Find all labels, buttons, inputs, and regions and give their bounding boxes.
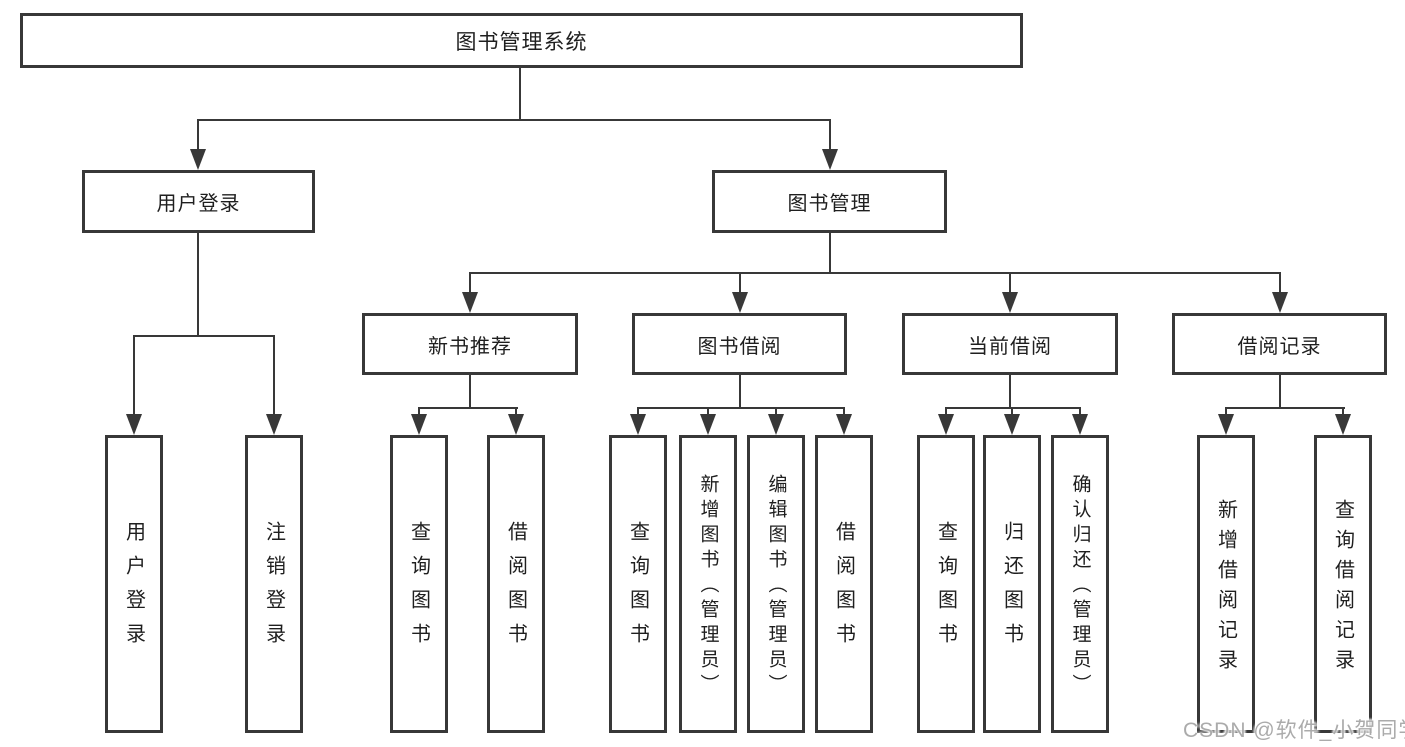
leaf-query-borrow-record: 查询借阅记录 (1314, 435, 1372, 733)
arrowhead-down (1335, 414, 1351, 435)
arrowhead-down (190, 149, 206, 170)
connector-line (637, 407, 845, 409)
leaf-logout: 注销登录 (245, 435, 303, 733)
connector-line (133, 335, 135, 415)
connector-line (843, 407, 845, 417)
connector-line (637, 407, 639, 417)
arrowhead-down (1072, 414, 1088, 435)
arrowhead-down (700, 414, 716, 435)
leaf-query-books-borrow: 查询图书 (609, 435, 667, 733)
connector-line (418, 407, 518, 409)
leaf-borrow-books-newbook: 借阅图书 (487, 435, 545, 733)
arrowhead-down (630, 414, 646, 435)
connector-line (1009, 272, 1011, 294)
arrowhead-down (1218, 414, 1234, 435)
connector-line (829, 119, 831, 152)
connector-line (197, 119, 831, 121)
connector-line (1225, 407, 1345, 409)
arrowhead-down (822, 149, 838, 170)
leaf-add-book-admin: 新增图书（管理员） (679, 435, 737, 733)
node-new-book-recommend: 新书推荐 (362, 313, 578, 375)
leaf-edit-book-admin: 编辑图书（管理员） (747, 435, 805, 733)
connector-line (469, 375, 471, 409)
leaf-return-book: 归还图书 (983, 435, 1041, 733)
leaf-user-login: 用户登录 (105, 435, 163, 733)
connector-line (273, 335, 275, 415)
connector-line (519, 68, 521, 121)
connector-line (469, 272, 1281, 274)
csdn-watermark: CSDN @软件_小贺同学 (1183, 719, 1405, 742)
node-root-system: 图书管理系统 (20, 13, 1023, 68)
connector-line (1279, 272, 1281, 294)
arrowhead-down (836, 414, 852, 435)
arrowhead-down (1272, 292, 1288, 313)
arrowhead-down (1002, 292, 1018, 313)
arrowhead-down (411, 414, 427, 435)
connector-line (418, 407, 420, 417)
connector-line (945, 407, 947, 417)
leaf-add-borrow-record: 新增借阅记录 (1197, 435, 1255, 733)
node-borrow-records: 借阅记录 (1172, 313, 1387, 375)
arrowhead-down (938, 414, 954, 435)
connector-line (1279, 375, 1281, 409)
connector-line (197, 233, 199, 337)
connector-line (133, 335, 275, 337)
connector-line (739, 272, 741, 294)
connector-line (1079, 407, 1081, 417)
node-book-borrow: 图书借阅 (632, 313, 847, 375)
arrowhead-down (508, 414, 524, 435)
leaf-query-books-newbook: 查询图书 (390, 435, 448, 733)
connector-line (945, 407, 1081, 409)
connector-line (1225, 407, 1227, 417)
arrowhead-down (768, 414, 784, 435)
connector-line (197, 119, 199, 152)
connector-line (469, 272, 471, 294)
leaf-borrow-books-borrow: 借阅图书 (815, 435, 873, 733)
connector-line (515, 407, 517, 417)
connector-line (1009, 375, 1011, 409)
arrowhead-down (126, 414, 142, 435)
connector-line (829, 233, 831, 274)
arrowhead-down (732, 292, 748, 313)
node-book-management: 图书管理 (712, 170, 947, 233)
arrowhead-down (266, 414, 282, 435)
connector-line (707, 407, 709, 417)
connector-line (1011, 407, 1013, 417)
arrowhead-down (462, 292, 478, 313)
connector-line (1342, 407, 1344, 417)
node-current-borrow: 当前借阅 (902, 313, 1118, 375)
connector-line (775, 407, 777, 417)
leaf-query-books-current: 查询图书 (917, 435, 975, 733)
node-user-login: 用户登录 (82, 170, 315, 233)
arrowhead-down (1004, 414, 1020, 435)
leaf-confirm-return-admin: 确认归还（管理员） (1051, 435, 1109, 733)
connector-line (739, 375, 741, 409)
